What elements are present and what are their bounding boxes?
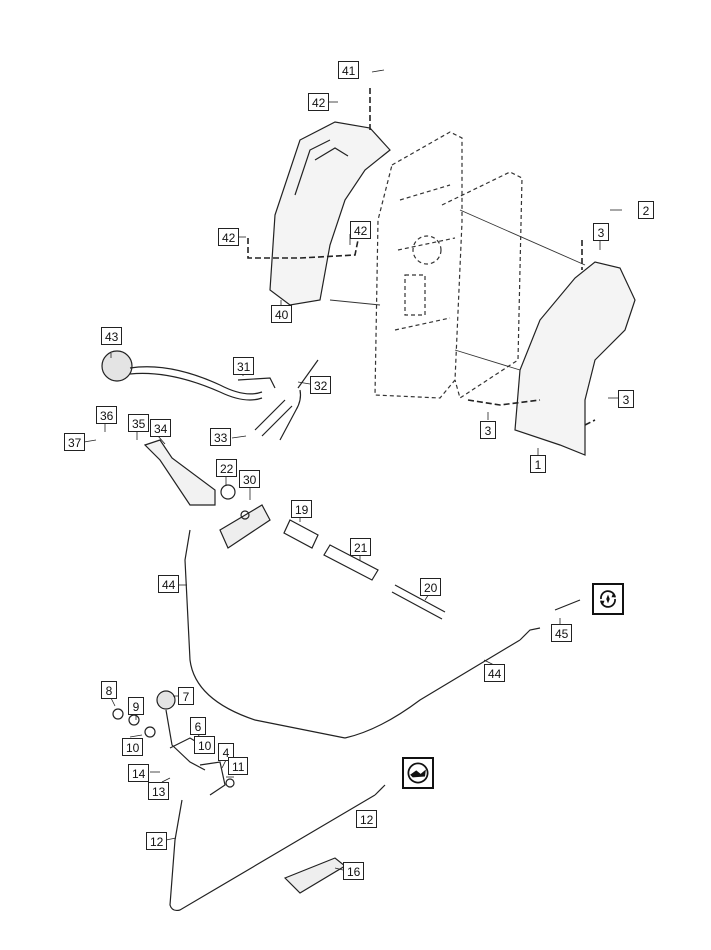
callout-42-top: 42 <box>308 93 330 111</box>
callout-31: 31 <box>233 357 255 375</box>
lower-cable <box>169 784 386 912</box>
callout-10-right: 10 <box>194 736 216 754</box>
callout-12-right: 12 <box>356 810 378 828</box>
callout-1: 1 <box>530 455 546 473</box>
callout-37: 37 <box>64 433 86 451</box>
callout-43: 43 <box>101 327 123 345</box>
callout-41: 41 <box>338 61 360 79</box>
callout-8: 8 <box>101 681 117 699</box>
callout-34: 34 <box>150 419 172 437</box>
callout-4: 4 <box>218 743 234 761</box>
callout-3-right: 3 <box>618 390 634 408</box>
callout-3-top: 3 <box>593 223 609 241</box>
chute-rotation-icon <box>592 583 624 615</box>
callout-7: 7 <box>178 687 194 705</box>
callout-22: 22 <box>216 459 238 477</box>
callout-32: 32 <box>310 376 332 394</box>
callout-35: 35 <box>128 414 150 432</box>
callout-3-bottom: 3 <box>480 421 496 439</box>
callout-45: 45 <box>551 624 573 642</box>
callout-2: 2 <box>638 201 654 219</box>
callout-20: 20 <box>420 578 442 596</box>
callout-33: 33 <box>210 428 232 446</box>
callout-16: 16 <box>343 862 365 880</box>
upper-cable <box>184 529 581 739</box>
chute-housing-right <box>514 261 636 456</box>
callout-42-mid: 42 <box>350 221 372 239</box>
lower-control-lever <box>112 690 235 796</box>
callout-40: 40 <box>271 305 293 323</box>
callout-6: 6 <box>190 717 206 735</box>
callout-44-lower: 44 <box>484 664 506 682</box>
bracket-16 <box>283 857 347 894</box>
callout-9: 9 <box>128 697 144 715</box>
chute-crank-assembly <box>101 350 319 441</box>
callout-36: 36 <box>96 406 118 424</box>
callout-11: 11 <box>228 757 249 775</box>
mounting-lines <box>247 88 596 426</box>
chassis-frame <box>374 131 523 399</box>
callout-10-left: 10 <box>122 738 144 756</box>
callout-42-left: 42 <box>218 228 240 246</box>
callout-44-upper: 44 <box>158 575 180 593</box>
callout-21: 21 <box>350 538 372 556</box>
chute-housing-left <box>269 121 391 306</box>
lever-bracket-assembly <box>143 439 446 620</box>
callout-19: 19 <box>291 500 313 518</box>
callout-13: 13 <box>148 782 170 800</box>
callout-12-left: 12 <box>146 832 168 850</box>
callout-30: 30 <box>239 470 261 488</box>
callout-14: 14 <box>128 764 150 782</box>
auger-drive-icon <box>402 757 434 789</box>
